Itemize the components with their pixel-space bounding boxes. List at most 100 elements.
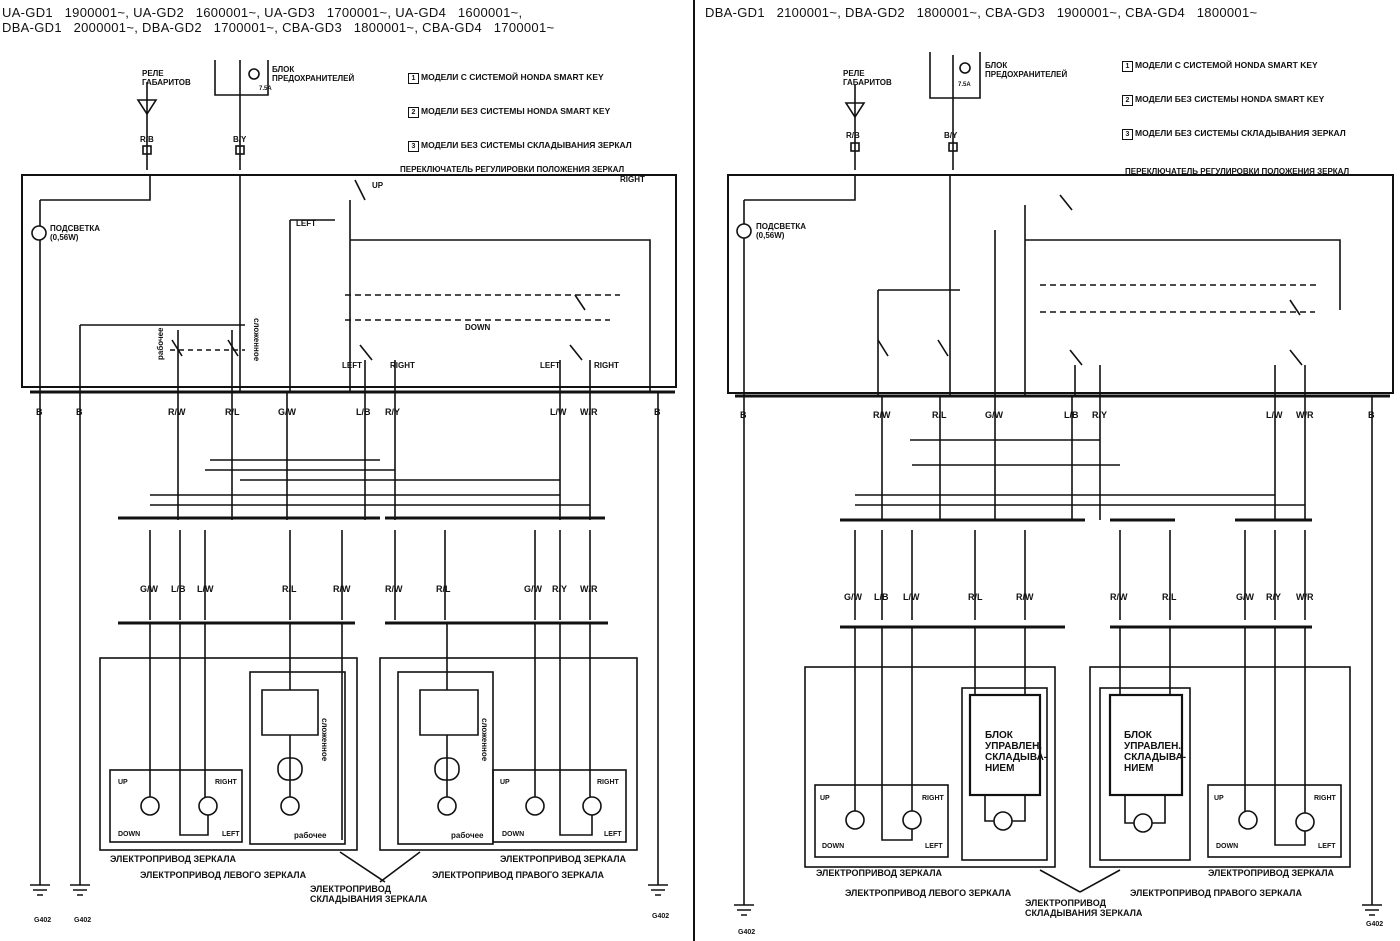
motor-dir-up: UP bbox=[820, 795, 830, 802]
wire-label: W/R bbox=[580, 407, 598, 417]
ground-label: G402 bbox=[738, 929, 755, 936]
right-relay-icon bbox=[844, 102, 866, 119]
motor-dir-right: RIGHT bbox=[922, 795, 945, 802]
left-mirror-label: ЭЛЕКТРОПРИВОД ЛЕВОГО ЗЕРКАЛА bbox=[140, 870, 307, 880]
motor-dir-left: LEFT bbox=[925, 843, 943, 850]
left-connector-pin bbox=[142, 145, 152, 155]
wire-label: R/Y bbox=[1266, 592, 1281, 602]
right-left-mirror-label: ЭЛЕКТРОПРИВОД ЛЕВОГО ЗЕРКАЛА bbox=[845, 888, 1012, 898]
right-wire-by: B/Y bbox=[944, 131, 958, 140]
left-header-line1: UA-GD1 1900001~, UA-GD2 1600001~, UA-GD3… bbox=[2, 5, 523, 20]
left-switch-blades bbox=[171, 179, 586, 361]
motor-dir-right-2: RIGHT bbox=[597, 779, 620, 786]
wire-label: W/R bbox=[1296, 592, 1314, 602]
left-sw-left3: LEFT bbox=[540, 361, 560, 370]
left-fuse-icon bbox=[248, 68, 260, 80]
left-wire-rb: R/B bbox=[140, 135, 154, 144]
wire-label: R/L bbox=[1162, 592, 1177, 602]
fold-working-label-2: рабочее bbox=[451, 831, 484, 840]
right-output-wires bbox=[743, 396, 1373, 905]
motor-icon bbox=[582, 796, 602, 816]
left-sw-right: RIGHT bbox=[620, 175, 645, 184]
right-wire-labels: B R/W R/L G/W L/B R/Y L/W W/R B G/W L/B … bbox=[740, 410, 1375, 602]
motor-dir-down-2: DOWN bbox=[502, 831, 524, 838]
right-right-motor-label: ЭЛЕКТРОПРИВОД ЗЕРКАЛА bbox=[1208, 868, 1335, 878]
right-right-mirror-drive-box bbox=[1089, 666, 1351, 868]
motor-icon bbox=[1295, 812, 1315, 832]
left-header-line2: DBA-GD1 2000001~, DBA-GD2 1700001~, CBA-… bbox=[2, 20, 555, 35]
left-relay-icon bbox=[136, 99, 158, 116]
right-connector-pin bbox=[948, 142, 958, 152]
right-backlight-icon bbox=[736, 223, 752, 239]
ground-label: G402 bbox=[1366, 921, 1383, 928]
motor-icon bbox=[902, 810, 922, 830]
motor-icon bbox=[140, 796, 160, 816]
motor-dir-down: DOWN bbox=[822, 843, 844, 850]
motor-icon bbox=[525, 796, 545, 816]
motor-dir-right: RIGHT bbox=[215, 779, 238, 786]
fold-working-label: рабочее bbox=[294, 831, 327, 840]
wire-label: B bbox=[1368, 410, 1375, 420]
ground-label: G402 bbox=[34, 917, 51, 924]
right-schematic bbox=[727, 52, 1394, 916]
wire-label: R/W bbox=[873, 410, 891, 420]
left-lr-switch-wiring bbox=[289, 200, 651, 392]
right-mid-wires bbox=[854, 530, 1306, 620]
right-mirror-label: ЭЛЕКТРОПРИВОД ПРАВОГО ЗЕРКАЛА bbox=[432, 870, 604, 880]
left-mirror-drive-box bbox=[99, 657, 358, 851]
left-ud-switch-link bbox=[345, 294, 620, 321]
left-fuse-rating: 7.5A bbox=[259, 86, 272, 92]
wire-label: L/B bbox=[356, 407, 371, 417]
motor-dir-down-2: DOWN bbox=[1216, 843, 1238, 850]
right-leader-lines bbox=[1039, 869, 1121, 893]
fold-folded-label: сложенное bbox=[320, 718, 329, 762]
motor-icon bbox=[280, 796, 300, 816]
motor-dir-up-2: UP bbox=[500, 779, 510, 786]
right-ground-icons bbox=[734, 904, 1382, 916]
wire-label: B bbox=[36, 407, 43, 417]
right-fuse-block-outline bbox=[929, 52, 981, 99]
right-feed-wires bbox=[854, 55, 954, 170]
left-ground-icons bbox=[30, 884, 668, 896]
left-switch-internal-wiring bbox=[39, 175, 241, 392]
left-fold-motor-box bbox=[249, 671, 346, 845]
fold-motor-wires bbox=[984, 795, 1166, 824]
wire-label: R/Y bbox=[1092, 410, 1107, 420]
left-wire-by: B/Y bbox=[233, 135, 247, 144]
right-fold-motor-box bbox=[397, 671, 494, 845]
left-fold-unit-box bbox=[961, 687, 1048, 861]
fold-folded-label-2: сложенное bbox=[480, 718, 489, 762]
left-mirror-motor-box bbox=[109, 769, 243, 843]
wire-label: L/B bbox=[1064, 410, 1079, 420]
motor-icon bbox=[1238, 810, 1258, 830]
right-fuse-rating: 7.5A bbox=[958, 82, 971, 88]
wire-label: G/W bbox=[140, 584, 159, 594]
right-left-mirror-drive-box bbox=[804, 666, 1056, 868]
left-backlight-label: ПОДСВЕТКА(0,56W) bbox=[50, 224, 100, 242]
right-fold-control-unit bbox=[1108, 693, 1184, 797]
ground-label: G402 bbox=[652, 913, 669, 920]
right-mirror-drive-box bbox=[379, 657, 638, 851]
left-sw-left2: LEFT bbox=[342, 361, 362, 370]
wire-label: W/R bbox=[1296, 410, 1314, 420]
right-switch-contacts bbox=[1074, 365, 1306, 396]
left-sw-left: LEFT bbox=[296, 219, 316, 228]
wire-label: G/W bbox=[1236, 592, 1255, 602]
right-left-motor-label: ЭЛЕКТРОПРИВОД ЗЕРКАЛА bbox=[816, 868, 943, 878]
left-fold-control-unit bbox=[968, 693, 1042, 797]
left-backlight-icon bbox=[31, 225, 47, 241]
left-schematic bbox=[21, 60, 677, 896]
motor-icon bbox=[993, 811, 1013, 831]
wire-label: R/W bbox=[385, 584, 403, 594]
